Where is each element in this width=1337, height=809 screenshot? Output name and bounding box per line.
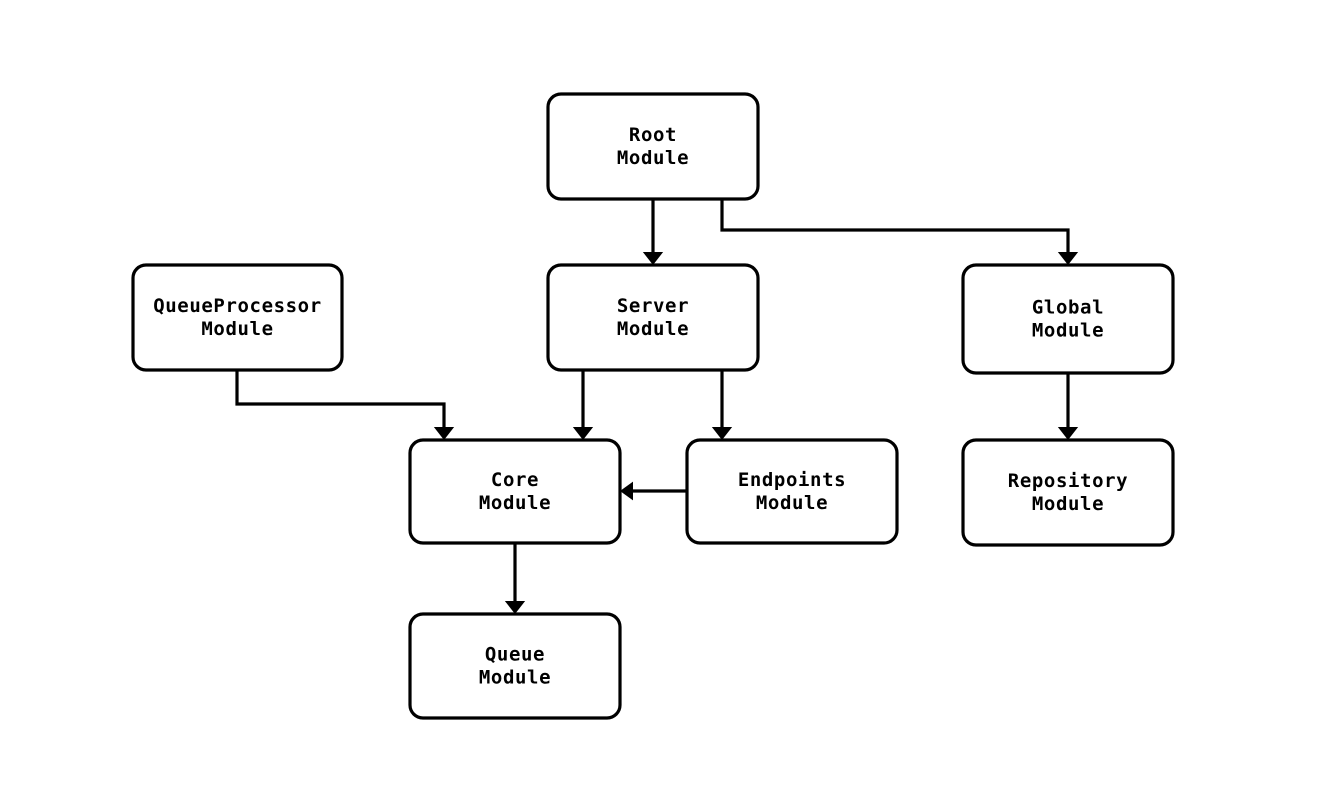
arrowhead-icon (642, 252, 664, 265)
node-label-line1: Endpoints (738, 469, 846, 491)
edge-root-to-global (720, 199, 1079, 265)
node-label-line1: Server (617, 295, 689, 317)
node-label-line2: Module (756, 492, 828, 514)
node-box[interactable] (131, 263, 344, 372)
node-label-line2: Module (1032, 320, 1104, 342)
node-box[interactable] (408, 612, 622, 720)
nodes-layer: RootModuleQueueProcessorModuleServerModu… (131, 92, 1175, 720)
node-label-line2: Module (617, 147, 689, 169)
node-box[interactable] (961, 263, 1175, 375)
arrowhead-icon (1057, 252, 1079, 265)
edge-line (720, 199, 1070, 252)
arrowhead-icon (433, 427, 455, 440)
arrowhead-icon (504, 601, 526, 614)
node-label-line1: Core (491, 469, 539, 491)
node-label-line1: Queue (485, 644, 545, 666)
node-box[interactable] (546, 263, 760, 372)
arrowhead-icon (711, 427, 733, 440)
node-label-line2: Module (201, 318, 273, 340)
node-box[interactable] (685, 438, 899, 545)
node-label-line2: Module (617, 318, 689, 340)
node-label-line2: Module (1032, 493, 1104, 515)
edge-queueprocessor-to-core (235, 370, 455, 440)
node-box[interactable] (408, 438, 622, 545)
edges-layer (235, 199, 1079, 614)
arrowhead-icon (572, 427, 594, 440)
edge-core-to-queue (504, 543, 526, 614)
edge-root-to-server (642, 199, 664, 265)
node-label-line1: Global (1032, 297, 1104, 319)
arrowhead-icon (620, 481, 633, 501)
node-label-line2: Module (479, 667, 551, 689)
edge-server-to-core (572, 370, 594, 440)
node-label-line1: Root (629, 124, 677, 146)
node-box[interactable] (546, 92, 760, 201)
node-box[interactable] (961, 438, 1175, 547)
edge-line (235, 370, 446, 427)
arrowhead-icon (1057, 427, 1079, 440)
node-label-line1: QueueProcessor (153, 295, 322, 317)
node-label-line1: Repository (1008, 470, 1128, 492)
edge-server-to-endpoints (711, 370, 733, 440)
node-label-line2: Module (479, 492, 551, 514)
edge-endpoints-to-core (620, 481, 687, 501)
edge-global-to-repository (1057, 373, 1079, 440)
